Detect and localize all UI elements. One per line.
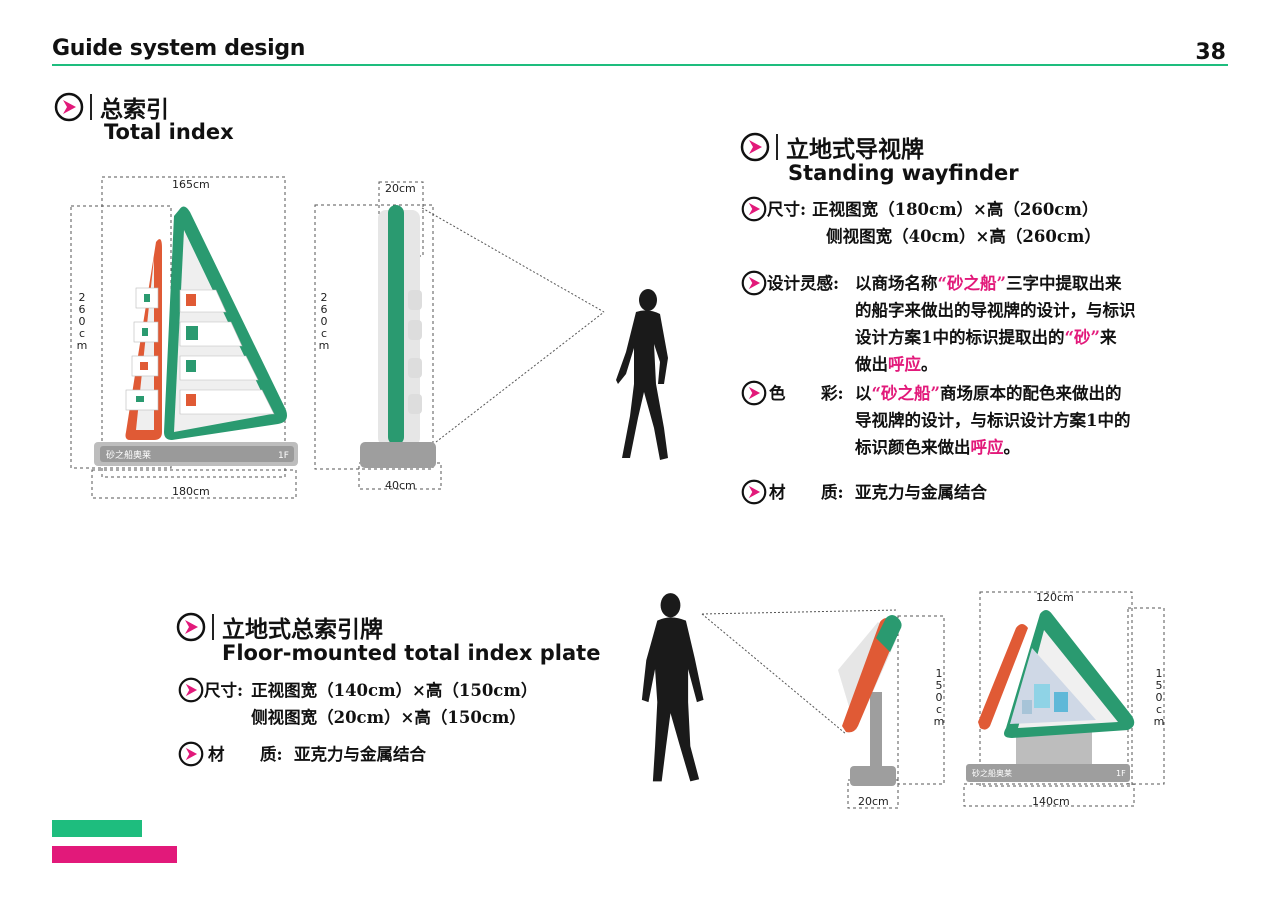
person-silhouette-icon (641, 593, 704, 782)
front-dim-bottom: 180cm (172, 485, 210, 498)
material-label-a: 材 (769, 483, 786, 502)
floor-plate-front-drawing: 砂之船奥莱 1F (963, 591, 1165, 807)
floor-side-dim-bottom: 20cm (858, 795, 889, 808)
floor-front-dim-bottom: 140cm (1032, 795, 1070, 808)
material-label-b: 质: (821, 483, 844, 502)
standing-wayfinder-title-cn: 立地式导视牌 (786, 137, 924, 163)
total-index-front-drawing: 砂之船奥莱 1F (70, 176, 298, 499)
page-number: 38 (1195, 40, 1226, 65)
floor-size-label: 尺寸: (204, 681, 244, 700)
standing-wayfinder-title-en: Standing wayfinder (788, 161, 1019, 185)
arrow-bullet-icon (741, 196, 767, 222)
arrow-bullet-icon (54, 92, 84, 122)
floor-plate-specs: 尺寸: 正视图宽（140cm）×高（150cm） 侧视图宽（20cm）×高（15… (178, 677, 608, 768)
material-spec: 材 质: 亚克力与金属结合 (741, 479, 1221, 506)
color-label-a: 色 (769, 384, 786, 403)
floor-size-spec: 尺寸: 正视图宽（140cm）×高（150cm） 侧视图宽（20cm）×高（15… (178, 677, 608, 731)
page-header-title: Guide system design (52, 36, 306, 61)
floor-front-dim-top: 120cm (1036, 591, 1074, 604)
side-dim-bottom: 40cm (385, 479, 416, 492)
standing-wayfinder-specs: 尺寸: 正视图宽（180cm）×高（260cm） 侧视图宽（40cm）×高（26… (741, 196, 1221, 506)
person-silhouette-icon (616, 289, 668, 460)
front-dim-top: 165cm (172, 178, 210, 191)
size-line-1: 正视图宽（180cm）×高（260cm） (812, 200, 1099, 219)
floor-front-base-text: 砂之船奥莱 (972, 768, 1012, 778)
size-spec: 尺寸: 正视图宽（180cm）×高（260cm） 侧视图宽（40cm）×高（26… (741, 196, 1221, 250)
floor-size-line-1: 正视图宽（140cm）×高（150cm） (251, 681, 538, 700)
total-index-side-drawing (314, 181, 605, 490)
floor-material-spec: 材 质: 亚克力与金属结合 (178, 741, 608, 768)
floor-material-value: 亚克力与金属结合 (294, 745, 426, 764)
floor-size-line-2: 侧视图宽（20cm）×高（150cm） (251, 708, 526, 727)
arrow-bullet-icon (741, 380, 767, 406)
header-rule (52, 64, 1228, 66)
total-index-title-cn: 总索引 (100, 97, 169, 123)
total-index-heading: 总索引 (54, 90, 169, 124)
size-label: 尺寸: (767, 200, 807, 219)
floor-front-floor-text: 1F (1116, 769, 1126, 778)
inspiration-spec: 设计灵感: 以商场名称“砂之船”三字中提取出来 的船字来做出的导视牌的设计，与标… (741, 270, 1221, 378)
material-value: 亚克力与金属结合 (855, 483, 987, 502)
total-index-title-en: Total index (104, 120, 234, 144)
floor-material-label-b: 质: (260, 745, 283, 764)
arrow-bullet-icon (741, 479, 767, 505)
standing-wayfinder-heading: 立地式导视牌 (740, 130, 924, 164)
side-dim-top: 20cm (385, 182, 416, 195)
inspiration-label: 设计灵感: (767, 274, 840, 293)
arrow-bullet-icon (741, 270, 767, 296)
floor-plate-side-drawing (701, 609, 945, 809)
front-sign-base-text: 砂之船奥莱 (106, 449, 151, 461)
front-sign-floor-text: 1F (278, 451, 289, 461)
arrow-bullet-icon (740, 132, 770, 162)
color-label-b: 彩: (821, 384, 844, 403)
floor-plate-title-cn: 立地式总索引牌 (222, 617, 383, 643)
size-line-2: 侧视图宽（40cm）×高（260cm） (826, 227, 1101, 246)
green-accent-bar (52, 820, 142, 837)
arrow-bullet-icon (176, 612, 206, 642)
floor-plate-heading: 立地式总索引牌 (176, 610, 383, 644)
arrow-bullet-icon (178, 677, 204, 703)
color-spec: 色 彩: 以“砂之船”商场原本的配色来做出的 导视牌的设计，与标识设计方案1中的… (741, 380, 1221, 461)
floor-plate-title-en: Floor-mounted total index plate (222, 641, 601, 665)
arrow-bullet-icon (178, 741, 204, 767)
floor-material-label-a: 材 (208, 745, 225, 764)
pink-accent-bar (52, 846, 177, 863)
